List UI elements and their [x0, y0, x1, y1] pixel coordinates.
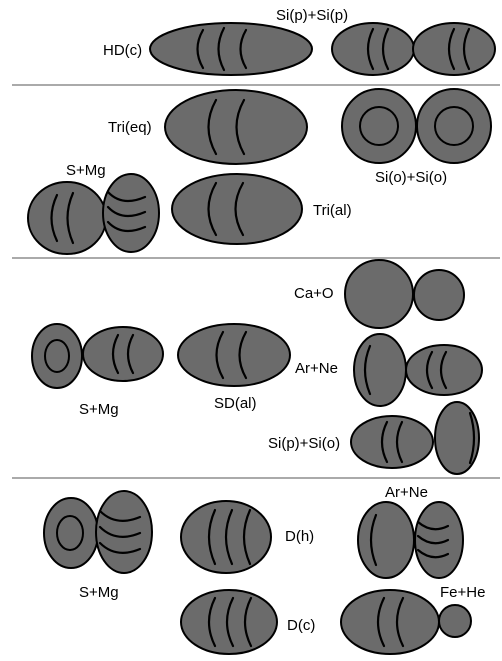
label-ar-ne-1: Ar+Ne [295, 360, 338, 377]
label-si-o-si-o: Si(o)+Si(o) [375, 169, 447, 186]
shape-si-p-si-o [351, 402, 479, 474]
shape-ar-ne-2 [358, 502, 463, 578]
shape-d-c [181, 590, 277, 654]
shape-tri-al [172, 174, 302, 244]
label-si-p-si-p: Si(p)+Si(p) [276, 7, 348, 24]
label-ca-o: Ca+O [294, 285, 334, 302]
label-si-p-si-o: Si(p)+Si(o) [268, 435, 340, 452]
label-tri-al: Tri(al) [313, 202, 352, 219]
shape-tri-eq [165, 90, 307, 164]
label-sd-al: SD(al) [214, 395, 257, 412]
shape-s-mg-2 [32, 324, 163, 388]
shape-ca-o [345, 260, 464, 328]
shape-hd-c [150, 23, 312, 75]
shape-s-mg-3 [44, 491, 152, 573]
shape-ar-ne-1 [354, 334, 482, 406]
shape-d-h [181, 501, 271, 573]
shape-si-o-si-o [342, 89, 491, 163]
shape-s-mg-1 [28, 174, 159, 254]
label-s-mg-3: S+Mg [79, 584, 119, 601]
shape-si-p-si-p [332, 23, 495, 75]
label-d-c: D(c) [287, 617, 315, 634]
label-ar-ne-2: Ar+Ne [385, 484, 428, 501]
label-d-h: D(h) [285, 528, 314, 545]
shape-sd-al [178, 324, 290, 386]
label-hd-c: HD(c) [103, 42, 142, 59]
label-s-mg-1: S+Mg [66, 162, 106, 179]
label-s-mg-2: S+Mg [79, 401, 119, 418]
label-tri-eq: Tri(eq) [108, 119, 152, 136]
label-fe-he: Fe+He [440, 584, 485, 601]
